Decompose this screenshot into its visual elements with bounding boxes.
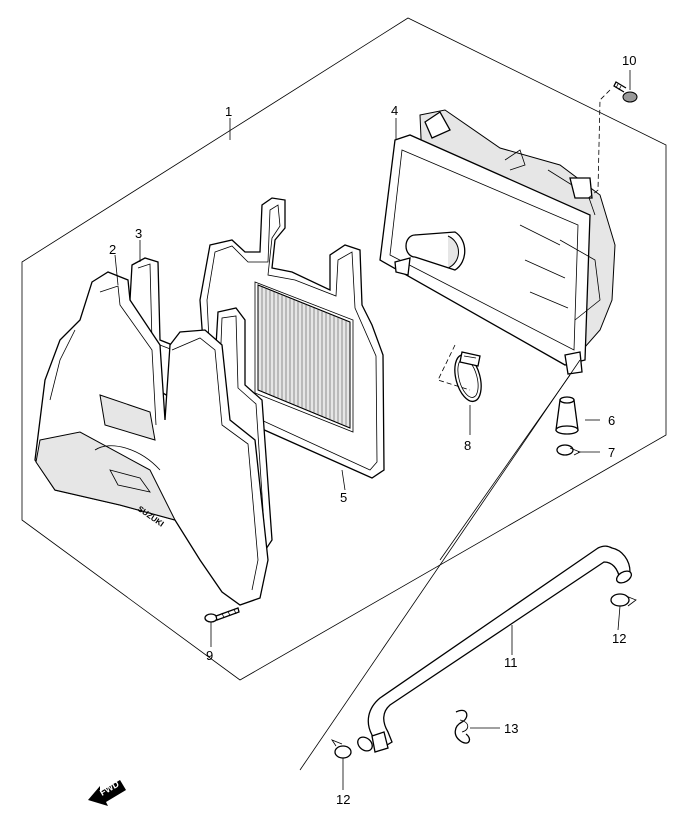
- callout-7: 7: [608, 445, 615, 460]
- breather-hose: [357, 545, 633, 753]
- screw-9: [204, 607, 240, 623]
- clip-7: [556, 444, 581, 456]
- callout-11: 11: [504, 655, 518, 670]
- callout-5: 5: [340, 490, 347, 505]
- clip-12-upper: [610, 593, 637, 607]
- callout-3: 3: [135, 226, 142, 241]
- callout-1: 1: [225, 104, 232, 119]
- spring-clip-13: [454, 709, 471, 744]
- leader-lines: [114, 70, 631, 790]
- assembly-boundary: [21, 17, 667, 681]
- callout-8: 8: [464, 438, 471, 453]
- filter-pleats: [261, 286, 347, 427]
- fwd-direction-arrow: FWD: [88, 779, 126, 806]
- callout-9: 9: [206, 648, 213, 663]
- callout-4: 4: [391, 103, 398, 118]
- callout-6: 6: [608, 413, 615, 428]
- callout-2: 2: [109, 242, 116, 257]
- element-housing: SUZUKI: [34, 271, 269, 606]
- callout-12-upper: 12: [612, 631, 626, 646]
- air-cleaner-case: [379, 109, 616, 375]
- callout-13: 13: [504, 721, 518, 736]
- screw-10: [613, 81, 638, 103]
- callout-12-lower: 12: [336, 792, 350, 807]
- callout-10: 10: [622, 53, 636, 68]
- drain-plug: [555, 396, 579, 435]
- clamp: [454, 351, 482, 403]
- clip-12-lower: [330, 739, 352, 759]
